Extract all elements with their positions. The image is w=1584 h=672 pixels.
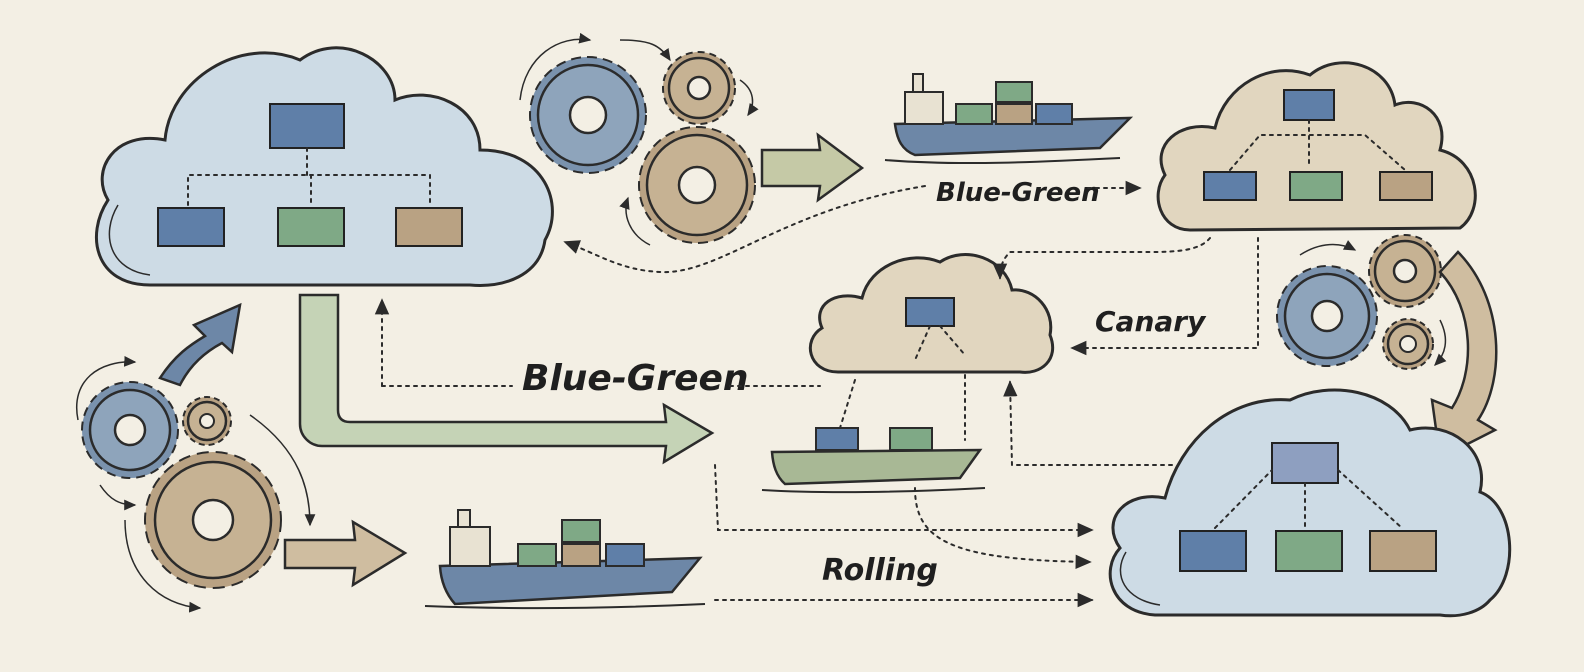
- arrow-icon: [158, 302, 242, 387]
- gear-icon: [1382, 318, 1434, 370]
- server-node: [1379, 171, 1433, 201]
- container-ship-icon: [424, 509, 706, 610]
- server-node: [1283, 89, 1335, 121]
- strategy-label-blue-green-middle: Blue-Green: [522, 358, 749, 399]
- server-node: [269, 103, 345, 149]
- gear-icon: [1276, 265, 1378, 367]
- gear-icon: [81, 381, 179, 479]
- strategy-label-canary: Canary: [1095, 305, 1207, 338]
- server-node: [1289, 171, 1343, 201]
- cloud-icon: [94, 46, 554, 287]
- server-node: [157, 207, 225, 247]
- server-node: [277, 207, 345, 247]
- arrow-icon: [760, 132, 865, 203]
- server-node: [905, 297, 955, 327]
- server-node: [1203, 171, 1257, 201]
- strategy-label-rolling: Rolling: [822, 553, 938, 588]
- server-node: [1179, 530, 1247, 572]
- container-ship-icon: [761, 374, 986, 494]
- cloud-icon: [808, 253, 1055, 374]
- cloud-icon: [1156, 61, 1477, 232]
- arrow-icon: [298, 293, 715, 465]
- server-node: [1275, 530, 1343, 572]
- server-node: [1369, 530, 1437, 572]
- strategy-label-blue-green: Blue-Green: [936, 178, 1100, 208]
- gear-icon: [144, 451, 282, 589]
- gear-icon: [1368, 234, 1442, 308]
- gear-icon: [529, 56, 647, 174]
- arrow-icon: [283, 519, 408, 588]
- gear-icon: [662, 51, 736, 125]
- gear-icon: [638, 126, 756, 244]
- cloud-icon: [1108, 388, 1512, 618]
- server-node: [395, 207, 463, 247]
- server-node: [1271, 442, 1339, 484]
- gear-icon: [182, 396, 232, 446]
- container-ship-icon: [884, 73, 1134, 165]
